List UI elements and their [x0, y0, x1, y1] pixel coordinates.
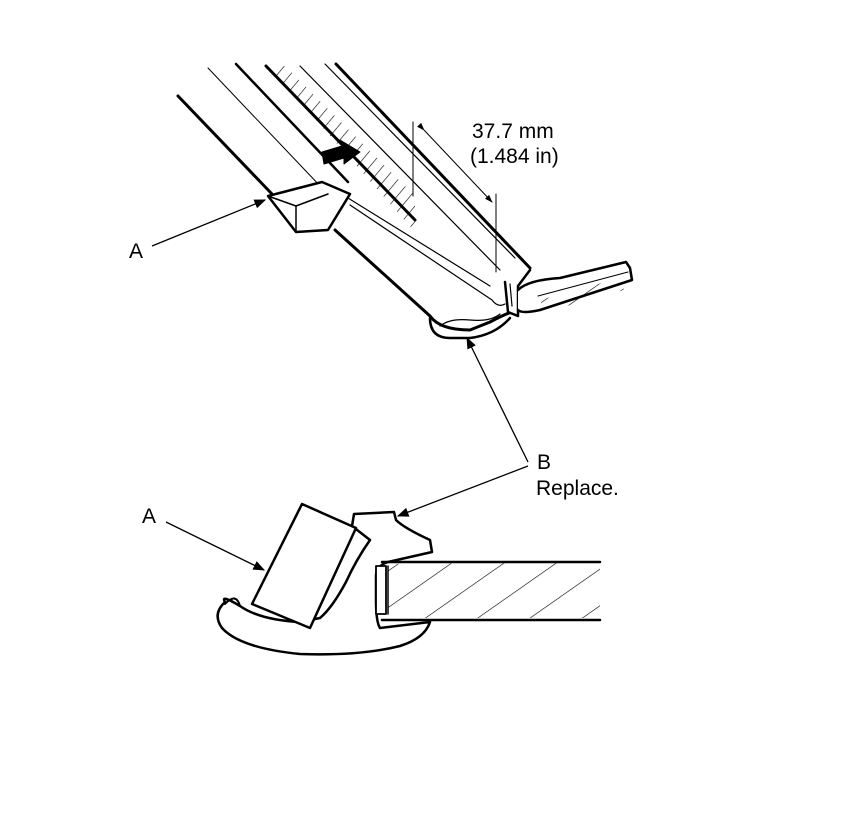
top-channel-body: [333, 228, 514, 332]
leader-a-top: [151, 199, 267, 247]
top-strip-thin-4: [299, 65, 501, 271]
dimension-metric: 37.7 mm: [472, 120, 554, 143]
bottom-section-view: [216, 502, 602, 656]
top-clip: [503, 268, 532, 318]
leader-a-bottom: [165, 521, 266, 571]
label-part-b-note: Replace.: [536, 477, 619, 500]
top-push-arrow: [321, 139, 361, 165]
label-part-a-bottom: A: [142, 505, 157, 528]
bottom-panel-hatch: [388, 562, 600, 618]
leader-b-upper: [466, 336, 529, 463]
label-part-a-top: A: [129, 240, 144, 263]
bottom-clip-insert: [375, 565, 387, 615]
top-molding-view: [176, 62, 634, 340]
bottom-molding-body: [216, 510, 434, 656]
top-strip-thin-1: [207, 67, 323, 189]
top-channel-bottom-lip: [428, 316, 512, 340]
label-part-b: B: [537, 451, 552, 474]
top-part-a-block: [266, 180, 352, 234]
dimension-imperial: (1.484 in): [470, 145, 559, 168]
leader-b-lower: [396, 465, 529, 517]
bottom-part-a-block: [250, 502, 358, 630]
dimension-line: [417, 122, 493, 203]
